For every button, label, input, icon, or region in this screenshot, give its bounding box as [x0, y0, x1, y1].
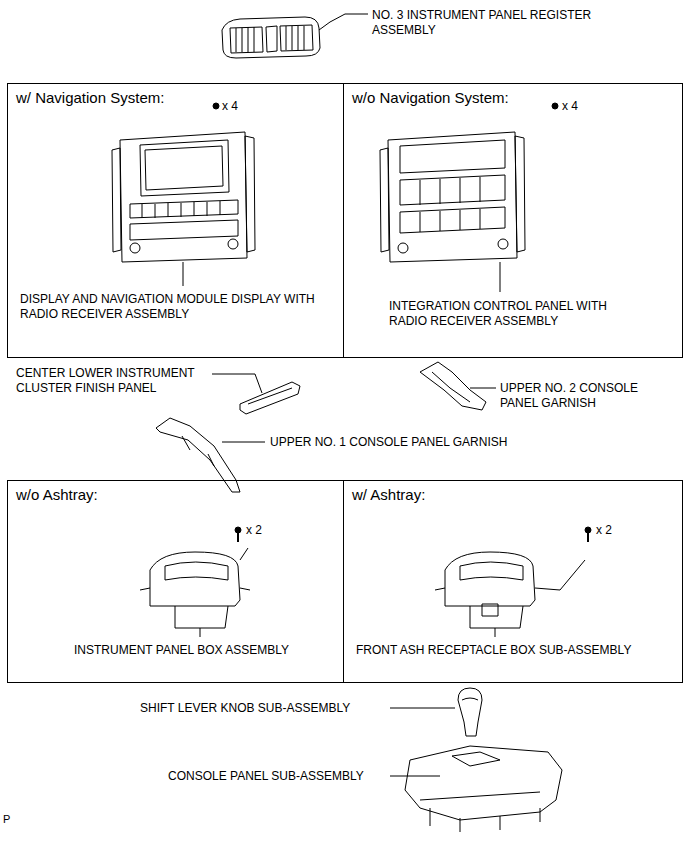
- leader-line: [495, 628, 496, 637]
- illustration-part: [585, 527, 591, 533]
- illustration-part: [460, 562, 523, 580]
- illustration-part: [182, 436, 214, 466]
- illustration-part: [112, 136, 255, 252]
- part-name: FRONT ASH RECEPTACLE BOX SUB-ASSEMBLY: [356, 643, 676, 658]
- leader-line: [500, 262, 501, 292]
- illustration-part: [470, 606, 523, 628]
- illustration-part: [140, 140, 229, 196]
- variant-panel: w/o Navigation System: x 4 INTEGRATION CON…: [343, 83, 683, 358]
- illustration-part: [142, 201, 220, 218]
- leader-line: [470, 388, 496, 389]
- variant-heading: w/ Navigation System:: [16, 89, 164, 107]
- leader-line: [390, 708, 455, 709]
- illustration-part: [130, 243, 140, 253]
- leader-line: [200, 628, 201, 637]
- leader-line: [222, 442, 265, 443]
- illustration-part: [175, 606, 228, 628]
- variant-panel: w/ Ashtray: x 2 FRONT ASH RECEPTACLE BOX S…: [343, 480, 683, 683]
- illustration-part: [145, 146, 223, 190]
- illustration-part: [452, 752, 500, 766]
- part-name: INSTRUMENT PANEL BOX ASSEMBLY: [74, 643, 334, 658]
- page-mark: P: [3, 812, 23, 827]
- illustration-part: [482, 604, 498, 616]
- variant-heading: w/o Ashtray:: [16, 486, 98, 504]
- leader-line: [183, 262, 184, 286]
- shift-knob: [390, 688, 482, 736]
- console-panel: [390, 746, 562, 832]
- illustration-part: [140, 548, 250, 590]
- variant-panel: w/o Ashtray: x 2 INSTRUMENT PANEL BOX ASSE…: [7, 480, 344, 683]
- illustration-part: [388, 132, 517, 262]
- leader-line: [212, 374, 262, 393]
- screw-count: x 2: [246, 523, 262, 538]
- illustration-part: [432, 372, 470, 402]
- illustration-part: [236, 26, 304, 52]
- illustration-part: [552, 103, 558, 109]
- screw-count: x 4: [222, 99, 238, 114]
- ash-box: [435, 527, 591, 637]
- illustration-part: [213, 103, 219, 109]
- panel-box: [140, 527, 250, 637]
- variant-heading: w/ Ashtray:: [352, 486, 425, 504]
- illustration-part: [400, 175, 505, 233]
- illustration-part: [405, 746, 562, 820]
- variant-panel: w/ Navigation System: x 4 DISPLAY AND NAVI…: [7, 83, 344, 358]
- illustration-part: [420, 177, 480, 232]
- leader-line: [319, 14, 368, 30]
- illustration-part: [222, 17, 320, 58]
- leader-line: [390, 776, 440, 777]
- garnish-2: [420, 362, 496, 410]
- part-name: INTEGRATION CONTROL PANEL WITH RADIO REC…: [389, 299, 629, 329]
- screw-count: x 4: [562, 99, 578, 114]
- illustration-part: [435, 560, 585, 590]
- illustration-part: [498, 239, 508, 249]
- illustration-part: [248, 388, 292, 404]
- illustration-part: [266, 26, 277, 52]
- part-name: UPPER NO. 1 CONSOLE PANEL GARNISH: [270, 435, 570, 450]
- illustration-part: [165, 562, 228, 580]
- illustration-part: [462, 698, 478, 700]
- part-name: DISPLAY AND NAVIGATION MODULE DISPLAY WI…: [20, 292, 336, 322]
- illustration-part: [240, 382, 300, 414]
- part-name: NO. 3 INSTRUMENT PANEL REGISTER ASSEMBLY: [372, 8, 602, 38]
- illustration-part: [130, 200, 238, 240]
- part-name: SHIFT LEVER KNOB SUB-ASSEMBLY: [140, 701, 385, 716]
- part-name: CENTER LOWER INSTRUMENT CLUSTER FINISH P…: [16, 366, 208, 396]
- illustration-part: [398, 243, 408, 253]
- finish-panel: [212, 374, 300, 414]
- illustration-part: [458, 688, 482, 736]
- illustration-part: [230, 25, 313, 53]
- illustration-part: [400, 140, 505, 173]
- illustration-part: [150, 552, 240, 606]
- register-vent: [222, 14, 368, 58]
- part-name: UPPER NO. 2 CONSOLE PANEL GARNISH: [500, 381, 675, 411]
- screw-count: x 2: [596, 523, 612, 538]
- part-name: CONSOLE PANEL SUB-ASSEMBLY: [168, 769, 386, 784]
- illustration-part: [235, 527, 241, 533]
- illustration-part: [228, 239, 238, 249]
- illustration-part: [445, 552, 535, 606]
- illustration-part: [380, 136, 525, 252]
- radio-unit: [380, 103, 558, 292]
- navigation-unit: [112, 103, 255, 286]
- illustration-part: [120, 132, 247, 262]
- illustration-part: [420, 362, 486, 410]
- illustration-part: [420, 792, 540, 832]
- variant-heading: w/o Navigation System:: [352, 89, 509, 107]
